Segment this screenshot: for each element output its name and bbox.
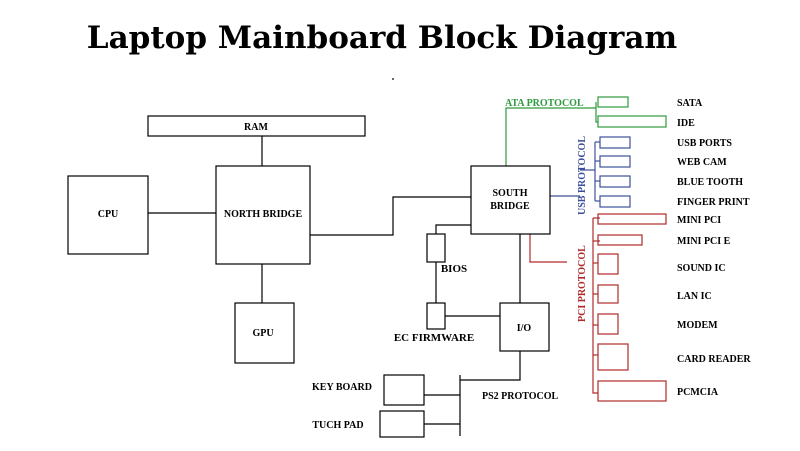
diagram-title: Laptop Mainboard Block Diagram <box>87 20 678 56</box>
cpu-block: CPU <box>67 175 149 255</box>
device-label-pcmcia: PCMCIA <box>677 387 719 398</box>
gpu-block: GPU <box>234 302 295 364</box>
touchpad-label: TUCH PAD <box>312 420 363 431</box>
stray-dot <box>392 78 394 80</box>
pci-protocol-label: PCI PROTOCOL <box>577 245 588 322</box>
device-label-finger-print: FINGER PRINT <box>677 197 750 208</box>
ram-label: RAM <box>244 122 268 133</box>
north-bridge-label: NORTH BRIDGE <box>224 209 303 220</box>
ec-firmware-label: EC FIRMWARE <box>394 332 474 344</box>
pci-device-labels: MINI PCI MINI PCI E SOUND IC LAN IC MODE… <box>677 215 751 398</box>
device-label-mini-pci-e: MINI PCI E <box>677 236 731 247</box>
south-bridge-label-line2: BRIDGE <box>490 201 530 212</box>
device-label-web-cam: WEB CAM <box>677 157 727 168</box>
keyboard-label: KEY BOARD <box>312 382 372 393</box>
gpu-label: GPU <box>252 328 273 339</box>
ata-protocol-label: ATA PROTOCOL <box>505 98 584 109</box>
cpu-label: CPU <box>98 209 119 220</box>
io-label: I/O <box>517 323 532 334</box>
device-label-lan-ic: LAN IC <box>677 291 712 302</box>
device-label-usb-ports: USB PORTS <box>677 138 732 149</box>
device-label-sound-ic: SOUND IC <box>677 263 726 274</box>
south-bridge-block: SOUTH BRIDGE <box>470 165 551 235</box>
usb-bus-wires <box>550 136 631 208</box>
device-label-sata: SATA <box>677 98 703 109</box>
keyboard-block: KEY BOARD <box>312 374 425 406</box>
ata-device-labels: SATA IDE <box>677 98 703 129</box>
pci-bus-wires <box>529 213 667 402</box>
usb-protocol-label: USB PROTOCOL <box>577 136 588 215</box>
bios-label: BIOS <box>441 263 467 275</box>
bios-block: BIOS <box>426 233 467 275</box>
ram-block: RAM <box>147 115 366 137</box>
device-label-card-reader: CARD READER <box>677 354 751 365</box>
device-label-bluetooth: BLUE TOOTH <box>677 177 743 188</box>
io-block: I/O <box>499 302 550 352</box>
north-bridge-block: NORTH BRIDGE <box>215 165 311 265</box>
ec-firmware-block: EC FIRMWARE <box>394 302 474 344</box>
device-label-modem: MODEM <box>677 320 718 331</box>
ata-bus-wires <box>505 96 667 166</box>
ps2-protocol-label: PS2 PROTOCOL <box>482 391 559 402</box>
device-label-ide: IDE <box>677 118 695 129</box>
south-bridge-label-line1: SOUTH <box>492 188 527 199</box>
system-bus-wires <box>148 136 521 436</box>
touchpad-block: TUCH PAD <box>312 410 425 438</box>
usb-device-labels: USB PORTS WEB CAM BLUE TOOTH FINGER PRIN… <box>677 138 750 208</box>
device-label-mini-pci: MINI PCI <box>677 215 721 226</box>
